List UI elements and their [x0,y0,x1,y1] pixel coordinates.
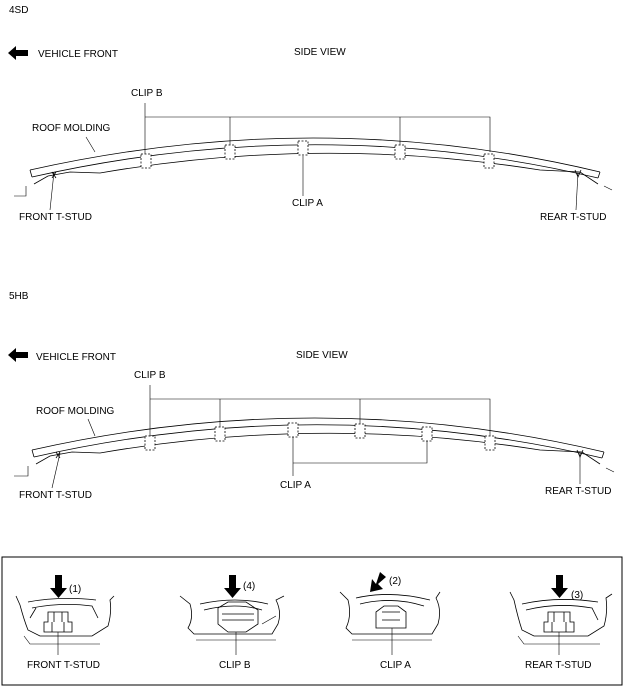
clip-b-5hb-2 [214,426,226,442]
detail-label-clip-a: CLIP A [380,660,411,671]
side-view-label-4sd: SIDE VIEW [294,47,346,58]
detail-front-t-stud: (1) FRONT T-STUD [15,575,115,671]
detail-clip-b: (4) CLIP B [179,575,285,671]
front-t-stud-leader-5hb [51,452,61,489]
clip-b-leaders-4sd [144,103,491,155]
side-view-label-5hb: SIDE VIEW [296,350,348,361]
vehicle-front-label-4sd: VEHICLE FRONT [38,49,118,60]
push-arrow-icon [551,575,568,598]
roof-molding-outline-4sd [14,137,613,197]
clip-b-4sd-4 [483,153,495,169]
clip-b-label-4sd: CLIP B [131,88,163,99]
clip-b-4sd-3 [394,144,406,160]
clip-a-label-4sd: CLIP A [292,198,323,209]
roof-molding-outline-5hb [14,417,615,477]
clip-b-4sd-1 [140,153,152,169]
rear-t-stud-label-5hb: REAR T-STUD [545,486,612,497]
front-t-stud-label-4sd: FRONT T-STUD [19,212,92,223]
clip-a-label-5hb: CLIP A [280,480,311,491]
detail-label-front-t-stud: FRONT T-STUD [27,660,100,671]
roof-molding-leader-5hb [87,418,96,437]
detail-label-rear-t-stud: REAR T-STUD [525,660,592,671]
section-4sd: 4SD VEHICLE FRONT SIDE VIEW CLIP B ROOF … [8,5,613,223]
clip-b-4sd-2 [224,144,236,160]
clip-b-5hb-3 [354,423,366,439]
step-label-4: (4) [243,581,255,592]
clip-b-5hb-4 [484,435,496,451]
detail-rear-t-stud: (3) REAR T-STUD [509,575,613,671]
section-5hb: 5HB VEHICLE FRONT SIDE VIEW CLIP B ROOF … [8,291,615,501]
clip-a-5hb-1 [287,422,299,438]
variant-label-5hb: 5HB [9,291,29,302]
rear-t-stud-leader-4sd [575,171,579,211]
roof-molding-label-4sd: ROOF MOLDING [32,123,111,134]
variant-label-4sd: 4SD [9,5,28,16]
push-arrow-icon [50,575,67,598]
front-t-stud-leader-4sd [49,171,55,211]
roof-molding-leader-4sd [85,136,96,153]
push-arrow-icon [224,575,241,598]
clip-b-label-5hb: CLIP B [134,370,166,381]
detail-label-clip-b: CLIP B [219,660,251,671]
installation-detail-box: (1) FRONT T-STUD (4) CLIP B (2) CLIP A [1,556,623,686]
front-t-stud-label-5hb: FRONT T-STUD [19,490,92,501]
vehicle-front-arrow-icon [8,348,28,362]
vehicle-front-label-5hb: VEHICLE FRONT [36,352,116,363]
clip-a-4sd [297,140,309,156]
clip-b-5hb-1 [144,435,156,451]
step-label-3: (3) [571,590,583,601]
roof-molding-label-5hb: ROOF MOLDING [36,406,115,417]
step-label-1: (1) [69,584,81,595]
clip-a-leaders-5hb [292,437,428,476]
push-arrow-icon [370,572,386,592]
clip-a-5hb-2 [421,426,433,442]
vehicle-front-arrow-icon [8,46,28,60]
rear-t-stud-label-4sd: REAR T-STUD [540,212,607,223]
step-label-2: (2) [389,576,401,587]
detail-clip-a: (2) CLIP A [339,572,441,671]
clip-b-leaders-5hb [149,385,491,436]
